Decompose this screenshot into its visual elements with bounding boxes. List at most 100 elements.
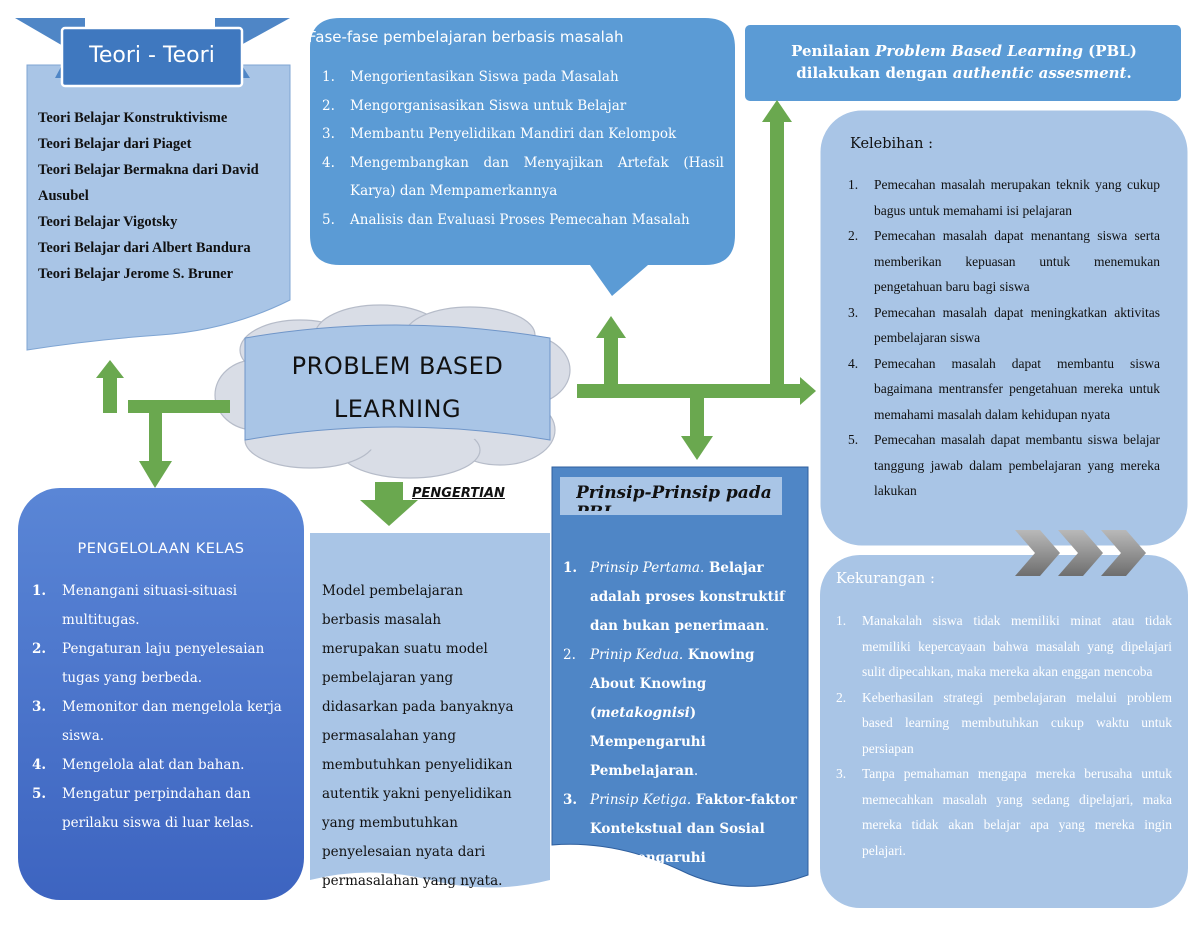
- fase-title: Fase-fase pembelajaran berbasis masalah: [308, 28, 624, 46]
- list-text: Pengaturan laju penyelesaian tugas yang …: [62, 641, 265, 686]
- list-number: 2.: [322, 97, 335, 114]
- list-item: 3. Pemecahan masalah dapat meningkatkan a…: [848, 300, 1160, 351]
- list-item: 4. Mengembangkan dan Menyajikan Artefak (…: [322, 149, 724, 206]
- list-item: 4. Pemecahan masalah dapat membantu siswa…: [848, 351, 1160, 428]
- penilaian-part: (PBL) dilakukan dengan: [796, 42, 1137, 82]
- list-item: Teori Belajar dari Albert Bandura: [38, 240, 251, 256]
- kelebihan-box: [819, 109, 1189, 547]
- kekurangan-title: Kekurangan :: [836, 571, 935, 587]
- list-text: Membantu Penyelidikan Mandiri dan Kelomp…: [350, 126, 677, 142]
- list-item: 1. Mengorientasikan Siswa pada Masalah: [322, 63, 724, 92]
- list-text: Prinsip Pertama. Belajar adalah proses k…: [590, 554, 803, 641]
- chevron-arrows-icon: [1015, 530, 1146, 576]
- list-number: 2.: [32, 641, 47, 657]
- list-item: Ausubel: [38, 188, 89, 204]
- pbl-title-line: PROBLEM BASED: [291, 352, 504, 380]
- teori-scroll-box: [26, 64, 291, 351]
- list-item: 3. Tanpa pemahaman mengapa mereka berusah…: [836, 761, 1172, 863]
- pengelolaan-list: 1.Menangani situasi-situasi multitugas. …: [32, 577, 282, 838]
- list-item: Teori Belajar Vigotsky: [38, 214, 178, 230]
- list-number: 1.: [322, 69, 335, 85]
- list-item: 1.Menangani situasi-situasi multitugas.: [32, 577, 282, 635]
- prinsip-list: 1. Prinsip Pertama. Belajar adalah proses…: [563, 554, 803, 902]
- list-item: 5. Pemecahan masalah dapat membantu siswa…: [848, 427, 1160, 504]
- list-item: 3.Membantu Penyelidikan Mandiri dan Kelo…: [322, 120, 724, 149]
- list-text: Mengorientasikan Siswa pada Masalah: [350, 69, 619, 85]
- list-item: 2. Keberhasilan strategi pembelajaran mel…: [836, 685, 1172, 762]
- list-item: Teori Belajar Bermakna dari David: [38, 162, 259, 178]
- list-item: 3. Memonitor dan mengelola kerja siswa.: [32, 693, 282, 751]
- kelebihan-title: Kelebihan :: [850, 136, 933, 152]
- list-number: 3.: [32, 699, 47, 715]
- list-item: Teori Belajar Jerome S. Bruner: [38, 266, 234, 282]
- list-text: Mengembangkan dan Menyajikan Artefak (Ha…: [350, 154, 724, 200]
- list-number: 5.: [32, 786, 47, 802]
- list-item: Teori Belajar dari Piaget: [38, 136, 192, 152]
- list-item: 1.Pemecahan masalah merupakan teknik yan…: [848, 172, 1160, 223]
- kekurangan-list: 1. Manakalah siswa tidak memiliki minat a…: [836, 608, 1172, 863]
- pengertian-label: PENGERTIAN: [412, 486, 505, 501]
- prinsip-title: Prinsip-Prinsip pada PBL: [576, 483, 772, 511]
- kekurangan-box: [820, 555, 1188, 908]
- penilaian-italic: Problem Based Learning: [875, 42, 1083, 60]
- penilaian-italic: authentic assesment: [952, 64, 1127, 82]
- list-item: 4. Mengelola alat dan bahan.: [32, 751, 282, 780]
- teori-banner: [15, 18, 290, 88]
- list-text: Mengorganisasikan Siswa untuk Belajar: [350, 97, 627, 114]
- list-number: 4.: [322, 154, 335, 171]
- list-number: 1.: [836, 613, 847, 628]
- list-number: 3.: [836, 766, 847, 781]
- list-item: 1. Prinsip Pertama. Belajar adalah proses…: [563, 554, 803, 641]
- list-number: 2.: [563, 647, 576, 663]
- prinsip-end: .: [693, 763, 699, 779]
- prinsip-title-box: [560, 477, 782, 515]
- penilaian-box: [745, 25, 1181, 101]
- pengertian-text: Model pembelajaran berbasis masalah meru…: [322, 583, 514, 889]
- list-item: 5.Mengatur perpindahan dan perilaku sisw…: [32, 780, 282, 838]
- list-number: 2.: [836, 689, 847, 705]
- list-number: 3.: [563, 792, 578, 808]
- fase-list: 1. Mengorientasikan Siswa pada Masalah 2.…: [322, 63, 724, 234]
- prinsip-text: Belajar adalah proses konstruktif dan bu…: [590, 560, 785, 634]
- penilaian-part: .: [1126, 64, 1132, 82]
- list-text: Keberhasilan strategi pembelajaran melal…: [862, 689, 1172, 756]
- list-number: 5.: [322, 211, 335, 228]
- list-number: 3.: [848, 304, 859, 320]
- list-number: 4.: [848, 355, 859, 371]
- teori-list: Teori Belajar Konstruktivisme Teori Bela…: [38, 105, 288, 287]
- prinsip-text: Knowing About Knowing (: [590, 647, 755, 721]
- fase-callout: [310, 18, 735, 296]
- list-item: 3. Prinsip Ketiga. Faktor-faktor Kontekst…: [563, 786, 803, 902]
- prinsip-label: Prinsip Pertama.: [590, 560, 705, 576]
- pbl-banner: [244, 324, 551, 441]
- prinsip-text: Faktor-faktor Kontekstual dan Sosial Mem…: [590, 792, 798, 895]
- list-text: Pemecahan masalah dapat membantu siswa b…: [874, 432, 1160, 498]
- connector-arrows: [96, 100, 816, 526]
- list-item: 1. Manakalah siswa tidak memiliki minat a…: [836, 608, 1172, 685]
- prinsip-label: Prinip Kedua.: [590, 647, 684, 663]
- list-text: Pemecahan masalah dapat membantu siswa b…: [874, 355, 1160, 422]
- teori-title: Teori - Teori: [89, 43, 215, 68]
- list-number: 1.: [848, 177, 859, 192]
- list-text: Tanpa pemahaman mengapa mereka berusaha …: [862, 766, 1172, 858]
- prinsip-text-italic: metakognisi: [596, 705, 690, 721]
- pengertian-box: [310, 533, 550, 888]
- list-text: Prinsip Ketiga. Faktor-faktor Kontekstua…: [590, 786, 803, 902]
- prinsip-text: ) Mempengaruhi Pembelajaran: [590, 705, 706, 779]
- list-number: 4.: [32, 757, 47, 773]
- list-text: Menangani situasi-situasi multitugas.: [62, 583, 238, 628]
- list-item: 2. Prinip Kedua. Knowing About Knowing (m…: [563, 641, 803, 786]
- list-text: Pemecahan masalah dapat meningkatkan akt…: [874, 304, 1160, 346]
- list-text: Prinip Kedua. Knowing About Knowing (met…: [590, 641, 803, 786]
- list-number: 5.: [848, 432, 859, 447]
- prinsip-box: [551, 466, 809, 887]
- list-text: Mengelola alat dan bahan.: [62, 757, 245, 773]
- list-text: Analisis dan Evaluasi Proses Pemecahan M…: [350, 211, 690, 228]
- list-text: Memonitor dan mengelola kerja siswa.: [62, 699, 282, 744]
- list-number: 1.: [563, 560, 578, 576]
- pengelolaan-title: PENGELOLAAN KELAS: [77, 541, 245, 557]
- kelebihan-list: 1.Pemecahan masalah merupakan teknik yan…: [848, 172, 1160, 504]
- list-text: Manakalah siswa tidak memiliki minat ata…: [862, 613, 1172, 679]
- pbl-title-line: LEARNING: [333, 395, 462, 423]
- list-item: 2. Mengorganisasikan Siswa untuk Belajar: [322, 92, 724, 121]
